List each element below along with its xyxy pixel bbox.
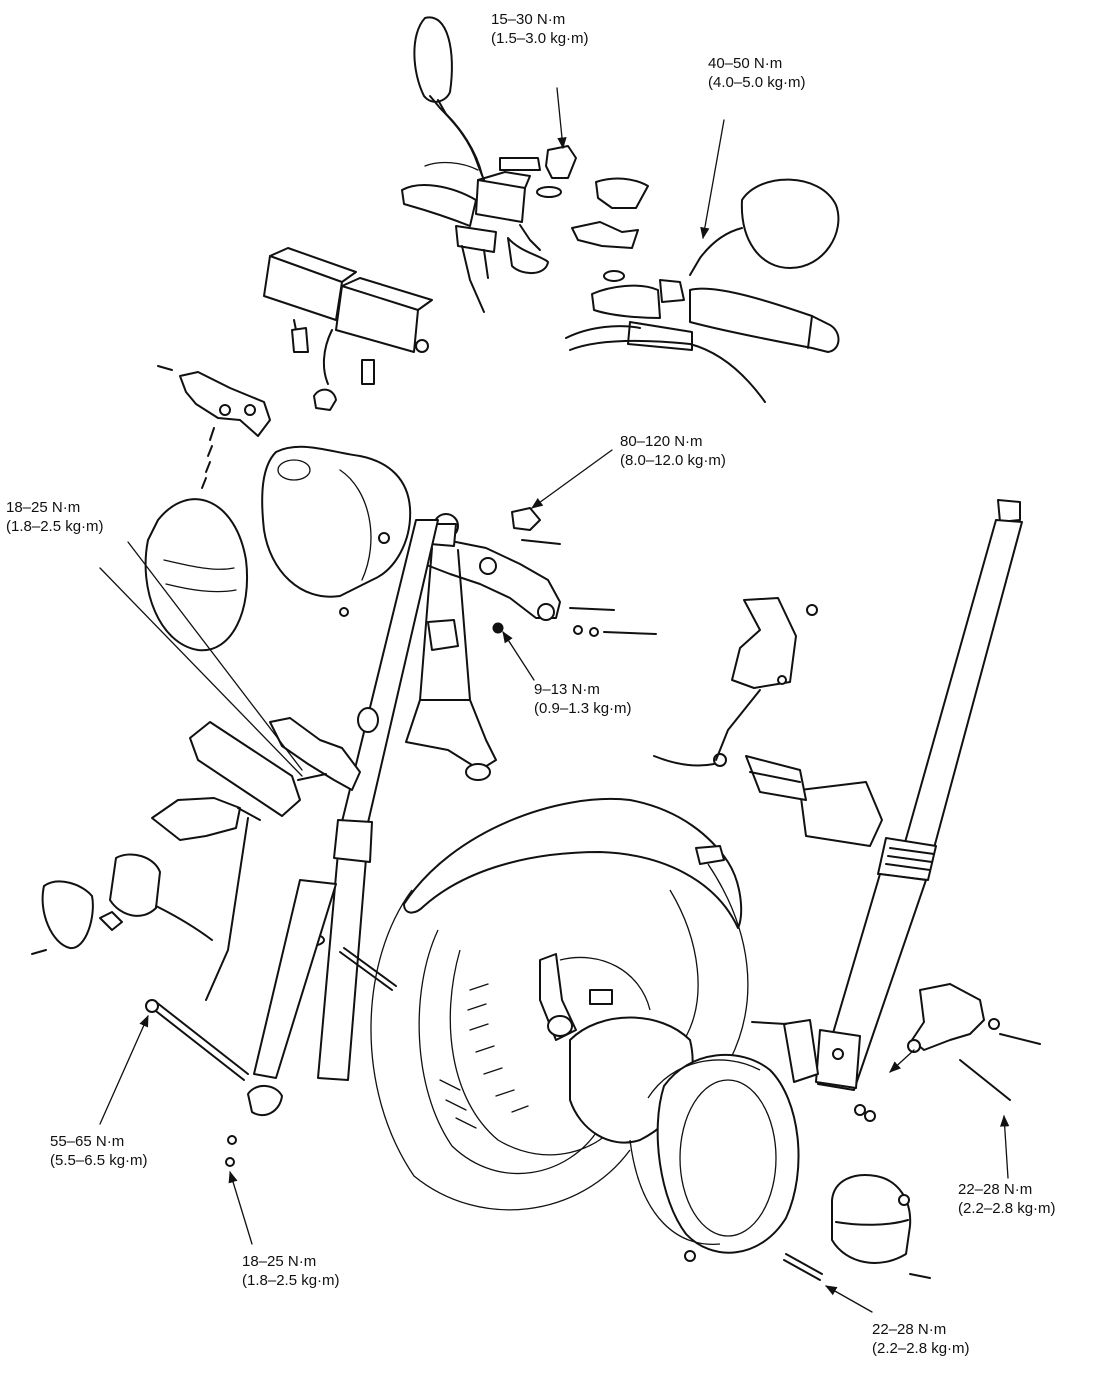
torque-label-headlight-bolt: 18–25 N·m (1.8–2.5 kg·m)	[6, 498, 104, 536]
right-mirror	[689, 178, 840, 276]
torque-nm: 9–13 N·m	[534, 681, 600, 698]
torque-nm: 15–30 N·m	[491, 11, 566, 28]
right-handlebar-grip	[565, 177, 840, 403]
torque-label-mirror-right: 40–50 N·m (4.0–5.0 kg·m)	[708, 54, 806, 92]
left-turn-signal-bracket	[151, 797, 261, 1001]
torque-kgm: (2.2–2.8 kg·m)	[872, 1340, 970, 1357]
front-fender	[403, 798, 743, 929]
torque-nm: 80–120 N·m	[620, 433, 703, 450]
right-turn-signal-bracket	[715, 597, 818, 761]
torque-nm: 22–28 N·m	[958, 1181, 1033, 1198]
headlight-lens	[144, 498, 248, 652]
headlight-case	[261, 445, 412, 617]
wheel-hub	[539, 953, 613, 1041]
right-fork-tube	[815, 499, 1023, 1091]
torque-nm: 40–50 N·m	[708, 55, 783, 72]
left-handlebar	[401, 145, 577, 313]
torque-kgm: (4.0–5.0 kg·m)	[708, 74, 806, 91]
caliper-pin	[783, 1253, 823, 1281]
torque-kgm: (1.5–3.0 kg·m)	[491, 30, 589, 47]
torque-nm: 18–25 N·m	[242, 1253, 317, 1270]
torque-nm: 55–65 N·m	[50, 1133, 125, 1150]
torque-kgm: (5.5–6.5 kg·m)	[50, 1152, 148, 1169]
torque-nm: 22–28 N·m	[872, 1321, 947, 1338]
top-bridge	[417, 507, 657, 637]
torque-kgm: (8.0–12.0 kg·m)	[620, 452, 726, 469]
left-mirror	[413, 16, 487, 186]
brake-caliper	[831, 1174, 931, 1279]
steering-stem	[405, 523, 497, 781]
meter-assembly	[263, 247, 433, 411]
fork-slider-mount	[751, 1019, 876, 1122]
torque-nm: 18–25 N·m	[6, 499, 81, 516]
torque-label-stem-nut: 80–120 N·m (8.0–12.0 kg·m)	[620, 432, 726, 470]
right-brake-disc	[629, 1053, 800, 1262]
torque-kgm: (0.9–1.3 kg·m)	[534, 700, 632, 717]
front-wheel	[370, 863, 749, 1211]
torque-label-axle-holder: 18–25 N·m (1.8–2.5 kg·m)	[242, 1252, 340, 1290]
torque-kgm: (1.8–2.5 kg·m)	[6, 518, 104, 535]
left-turn-signal	[31, 853, 213, 955]
number-plate	[189, 721, 301, 817]
torque-label-caliper-bracket: 22–28 N·m (2.2–2.8 kg·m)	[958, 1180, 1056, 1218]
torque-label-top-bridge-pinch: 9–13 N·m (0.9–1.3 kg·m)	[534, 680, 632, 718]
left-fork-outer	[253, 879, 337, 1079]
headlight-stay	[269, 717, 361, 791]
torque-label-mirror-top: 15–30 N·m (1.5–3.0 kg·m)	[491, 10, 589, 48]
brake-disc	[439, 949, 651, 1156]
torque-kgm: (1.8–2.5 kg·m)	[242, 1272, 340, 1289]
fork-bolt	[339, 947, 397, 991]
meter-bracket	[157, 365, 271, 489]
torque-label-axle: 55–65 N·m (5.5–6.5 kg·m)	[50, 1132, 148, 1170]
leader-lines	[99, 87, 1010, 1313]
torque-label-caliper-mount: 22–28 N·m (2.2–2.8 kg·m)	[872, 1320, 970, 1358]
caliper-bracket	[907, 983, 1041, 1101]
torque-kgm: (2.2–2.8 kg·m)	[958, 1200, 1056, 1217]
right-turn-signal	[653, 753, 883, 847]
front-axle	[145, 999, 249, 1167]
